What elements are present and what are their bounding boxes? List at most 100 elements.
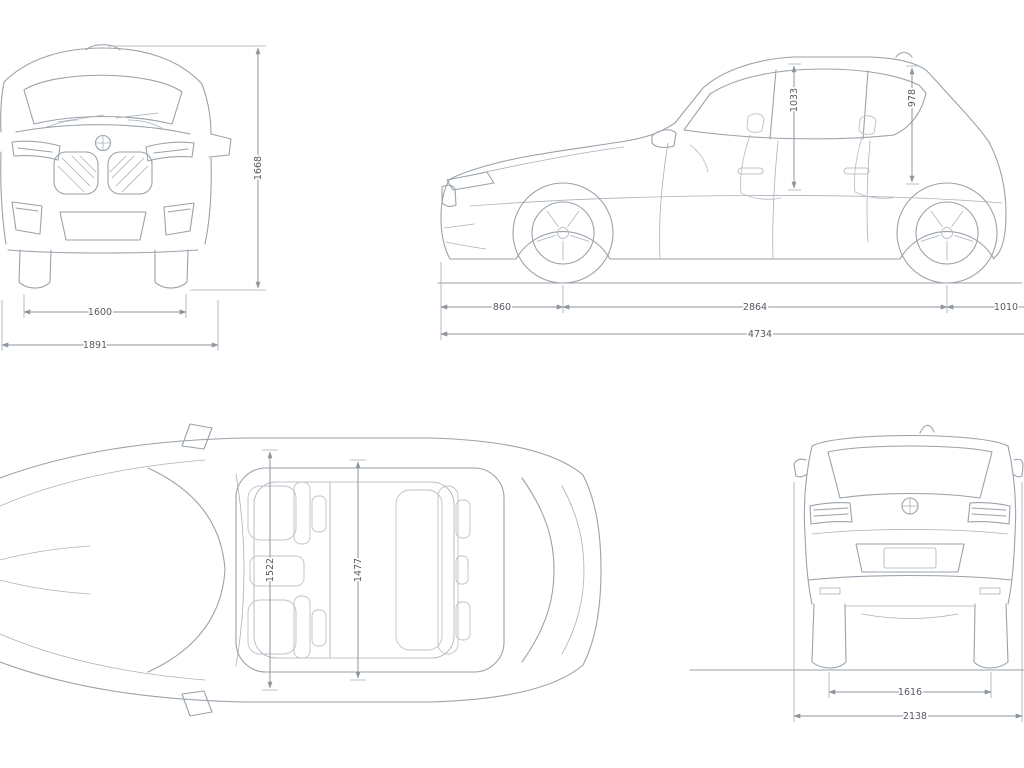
rear-diffuser bbox=[861, 613, 959, 619]
headlight-right bbox=[145, 141, 195, 162]
bmw-roundel-rear-icon bbox=[901, 497, 919, 515]
kidney-grille-right bbox=[107, 151, 153, 195]
rear-right-side bbox=[1007, 445, 1017, 605]
rear-bench-seat bbox=[395, 485, 471, 655]
side-c-pillar bbox=[862, 70, 869, 140]
front-intake-left bbox=[11, 201, 43, 235]
kidney-grille-right-hatch bbox=[109, 155, 149, 193]
side-interior-seats bbox=[689, 113, 897, 200]
rear-reflector-left bbox=[819, 587, 841, 595]
top-rear-window-arc bbox=[521, 477, 555, 663]
rear-mirror-right bbox=[1012, 458, 1024, 478]
side-dim-front-headroom: 1033 bbox=[787, 63, 802, 191]
top-mirror-right bbox=[181, 690, 213, 717]
top-tailgate-edge bbox=[561, 485, 585, 655]
front-view: 1668 1600 1891 bbox=[0, 44, 266, 353]
rear-bumper-top bbox=[807, 574, 1013, 581]
side-dim-rear-overhang: 1010 bbox=[946, 300, 1024, 315]
side-dim-front-overhang: 860 bbox=[440, 300, 564, 315]
rear-antenna-icon bbox=[919, 424, 935, 434]
rear-window bbox=[827, 445, 993, 499]
license-plate-recess bbox=[883, 547, 937, 569]
top-mirror-left bbox=[181, 423, 213, 450]
headlight-left bbox=[11, 140, 61, 161]
dim-label-front-overhang: 860 bbox=[493, 302, 511, 313]
top-panorama-roof bbox=[253, 481, 455, 659]
front-intake-center bbox=[59, 211, 147, 241]
top-dim-rear-interior-width: 1477 bbox=[350, 459, 366, 681]
front-kidney-grilles bbox=[53, 151, 153, 195]
tailgate-crease bbox=[811, 529, 1009, 535]
front-view-body bbox=[0, 44, 212, 245]
front-left-side bbox=[0, 81, 7, 245]
dim-label-rear-headroom: 978 bbox=[907, 89, 918, 107]
side-body-underside bbox=[449, 231, 995, 260]
front-hood-lines bbox=[43, 119, 163, 129]
center-console bbox=[249, 555, 305, 587]
dim-label-front-track: 1600 bbox=[88, 307, 112, 318]
front-dim-width: 1891 bbox=[1, 300, 219, 353]
front-dim-track: 1600 bbox=[23, 294, 187, 320]
side-glasshouse bbox=[683, 68, 927, 140]
rear-lower-tailgate bbox=[855, 543, 965, 573]
front-bumper-bottom bbox=[7, 249, 199, 254]
rear-wheel-right bbox=[973, 603, 1009, 669]
top-hood-contours bbox=[0, 459, 206, 681]
front-windshield bbox=[23, 74, 183, 125]
dim-label-rear-interior-width: 1477 bbox=[353, 558, 364, 582]
dim-label-rear-width: 2138 bbox=[903, 711, 927, 722]
dim-label-front-width: 1891 bbox=[83, 340, 107, 351]
front-view-wheel-right bbox=[154, 249, 189, 289]
rear-dim-width: 2138 bbox=[793, 482, 1023, 724]
top-roof-leading-edge bbox=[235, 473, 245, 667]
front-roof-line bbox=[3, 47, 203, 85]
dim-label-front-height: 1668 bbox=[253, 156, 264, 180]
front-headlights bbox=[11, 140, 195, 162]
front-mirror-right bbox=[208, 133, 232, 158]
side-character-line bbox=[469, 195, 1003, 207]
front-dim-height: 1668 bbox=[108, 45, 266, 291]
rear-seat-sketch bbox=[853, 115, 897, 199]
side-dim-length: 4734 bbox=[440, 327, 1024, 342]
dim-label-front-headroom: 1033 bbox=[789, 88, 800, 112]
kidney-grille-left-hatch bbox=[57, 155, 97, 193]
dim-label-rear-track: 1616 bbox=[898, 687, 922, 698]
rear-left-side bbox=[803, 445, 813, 605]
top-view-body bbox=[0, 423, 602, 717]
front-seat-driver bbox=[247, 595, 327, 659]
front-seat-passenger bbox=[247, 481, 327, 545]
side-view-body bbox=[440, 51, 1007, 260]
door-handle-rear bbox=[843, 167, 870, 175]
side-dim-rear-headroom: 978 bbox=[905, 65, 920, 185]
taillight-left bbox=[809, 502, 853, 525]
bmw-roundel-icon bbox=[94, 134, 112, 152]
side-headlight bbox=[446, 171, 495, 191]
top-body-outline bbox=[0, 437, 602, 703]
side-view: 1033 978 860 2864 1010 4734 bbox=[437, 51, 1024, 342]
front-view-wheel-left bbox=[18, 249, 52, 289]
dashboard-sketch bbox=[689, 144, 709, 173]
side-dim-extensions bbox=[440, 262, 948, 340]
top-view: 1522 1477 bbox=[0, 423, 602, 717]
front-view-wheels bbox=[18, 249, 189, 289]
center-armrest bbox=[455, 555, 469, 585]
side-rear-wheel bbox=[896, 182, 998, 284]
side-body-outline bbox=[440, 56, 1007, 260]
top-dim-front-interior-width: 1522 bbox=[262, 449, 278, 691]
headrest bbox=[455, 499, 471, 539]
dim-label-length: 4734 bbox=[748, 329, 772, 340]
front-seat-sketch bbox=[740, 113, 782, 200]
rear-mirror-left bbox=[793, 458, 808, 478]
wheel-spokes bbox=[536, 210, 590, 261]
side-front-wheel bbox=[512, 182, 614, 284]
front-antenna-icon bbox=[85, 44, 121, 51]
front-wipers bbox=[57, 112, 159, 123]
front-intake-right bbox=[163, 202, 195, 236]
front-bumper bbox=[7, 201, 199, 254]
dim-label-front-interior-width: 1522 bbox=[265, 558, 276, 582]
dim-label-wheelbase: 2864 bbox=[743, 302, 767, 313]
side-kidney-grille bbox=[441, 184, 457, 207]
headrest bbox=[311, 609, 327, 647]
side-hood-cutline bbox=[467, 146, 625, 177]
